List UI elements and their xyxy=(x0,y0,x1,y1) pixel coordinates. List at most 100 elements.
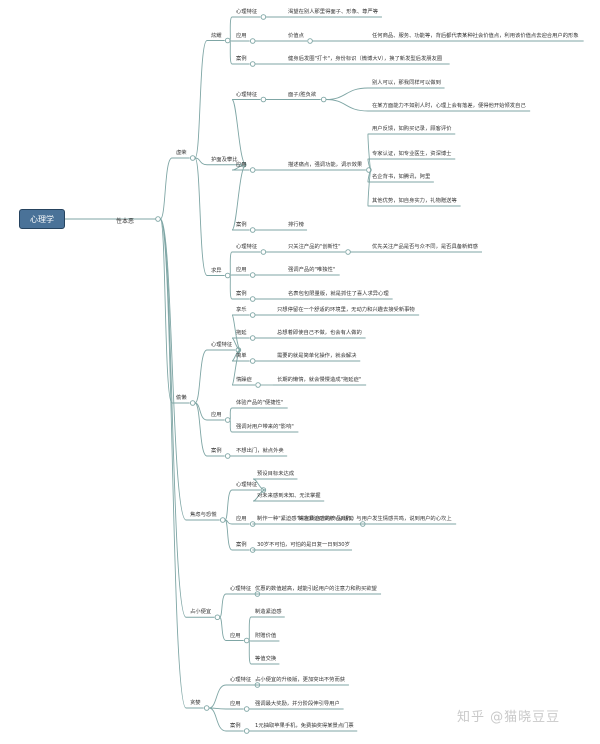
collapse-toggle xyxy=(224,37,231,44)
level5-node[interactable]: 优先关注产品是否与众不同，是否具备新鲜感 xyxy=(372,244,478,250)
level3-node[interactable]: 30岁不可怕，可怕的是日复一日到30岁 xyxy=(257,542,350,548)
level2-node[interactable]: 心理特征 xyxy=(230,677,252,683)
level5-node[interactable]: 任何商品、服务、功能等，背后都代表某种社会价值点，利用该价值点去迎合用户的形象 xyxy=(372,33,579,39)
level5-node[interactable]: 别人可以，那我同样可以做到 xyxy=(372,80,441,86)
level2-node[interactable]: 案例 xyxy=(211,448,222,454)
collapse-toggle xyxy=(214,614,221,621)
level3-node[interactable]: 占小便宜的升级版，更加突出不劳而获 xyxy=(255,677,346,683)
level2-node[interactable]: 心理特征 xyxy=(211,342,233,348)
connector xyxy=(229,16,233,41)
level3-node[interactable]: 简单 xyxy=(236,353,247,359)
level4-node[interactable]: 价值点 xyxy=(288,33,304,39)
collapse-toggle xyxy=(249,358,256,364)
level3-node[interactable]: 案例 xyxy=(236,291,247,297)
level2-node[interactable]: 求异 xyxy=(211,267,222,274)
collapse-toggle xyxy=(255,382,261,388)
level5-node[interactable]: 在某方面能力不如别人时，心理上会有落差，便得他开始倾发自己 xyxy=(372,103,526,109)
branch-node[interactable]: 焦虑与恐慌 xyxy=(190,512,217,518)
level5-node[interactable]: 名企背书，如腾讯，阿里 xyxy=(372,174,431,180)
level3-node[interactable]: 预设目标未达成 xyxy=(257,471,295,477)
level2-node[interactable]: 炫耀 xyxy=(211,32,222,39)
level4-node[interactable]: 需要的就是简单化操作，就会解决 xyxy=(277,353,357,359)
collapse-toggle xyxy=(203,705,210,711)
connector xyxy=(231,314,242,351)
level3-node[interactable]: 体验产品的"便捷性" xyxy=(236,400,284,406)
level3-node[interactable]: 心理特征 xyxy=(236,9,258,15)
level4-node[interactable]: 渴望在别人那里得面子、形象、尊严等 xyxy=(288,9,379,15)
branch-node[interactable]: 虚荣 xyxy=(176,150,187,156)
level2-node[interactable]: 应用 xyxy=(211,412,222,418)
collapse-toggle xyxy=(189,400,196,406)
level2-node[interactable]: 心理特征 xyxy=(230,586,252,592)
level4-node[interactable]: 名表包包限量版，就是抓住了喜人求异心理 xyxy=(288,291,389,297)
level3-node[interactable]: 优惠的数值越高，越能引起用户的注意力和购买欲望 xyxy=(255,586,377,592)
level4-node[interactable]: 面子/胜负欲 xyxy=(288,91,317,98)
level3-node[interactable]: 等值交换 xyxy=(255,656,277,662)
level5-node[interactable]: 其他优势，如自身实力，礼物赠送等 xyxy=(372,198,457,204)
connector xyxy=(194,157,208,166)
root-node[interactable]: 心理学 xyxy=(19,209,65,229)
connector xyxy=(248,616,252,641)
level3-node[interactable]: 应用 xyxy=(236,267,247,273)
connector xyxy=(159,218,187,521)
level4-node[interactable]: 总想着即使自己不做，也会有人做的 xyxy=(277,330,362,336)
level2-node[interactable]: 应用 xyxy=(236,516,247,522)
level3-node[interactable]: 附赠价值 xyxy=(255,633,277,639)
connector xyxy=(231,99,247,166)
level3-node[interactable]: 对未来感到未知、无法掌握 xyxy=(257,493,321,499)
level2-node[interactable]: 护面及攀比 xyxy=(211,156,238,163)
collapse-toggle xyxy=(249,272,256,278)
level3-node[interactable]: 心理特征 xyxy=(236,91,258,98)
connector xyxy=(231,164,247,231)
level4-node[interactable]: 健身后发圈"打卡"，身份标识（微博大V），换了新发型后发朋友圈 xyxy=(288,56,443,62)
collapse-toggle xyxy=(249,296,256,302)
level3-node[interactable]: 享乐 xyxy=(236,307,247,313)
level3-node[interactable]: 案例 xyxy=(236,222,247,228)
level2-node[interactable]: 案例 xyxy=(230,723,241,729)
connector xyxy=(208,707,227,732)
level4-node[interactable]: 只关注产品的"创新性" xyxy=(288,244,341,250)
topic-node[interactable]: 性本恶 xyxy=(116,218,135,225)
level3-node[interactable]: 拖延 xyxy=(236,330,247,336)
level4-node[interactable]: 描述痛点，强调功能，调示效果 xyxy=(288,162,363,168)
level4-node[interactable]: 强调产品的"唯独性" xyxy=(288,267,336,273)
level3-node[interactable]: 强调对用户带来的"影响" xyxy=(236,424,294,430)
level2-node[interactable]: 案例 xyxy=(236,542,247,548)
collapse-toggle xyxy=(249,61,256,67)
level5-node[interactable]: 用户反馈，如购买记录，顾客评价 xyxy=(372,126,452,132)
level3-node[interactable]: 应用 xyxy=(236,33,247,39)
level3-node[interactable]: 不想出门，就点外卖 xyxy=(236,448,284,454)
connector xyxy=(194,349,208,404)
level2-node[interactable]: 应用 xyxy=(230,701,241,707)
collapse-toggle xyxy=(345,249,351,255)
connector xyxy=(229,40,233,65)
level4-node[interactable]: 排行榜 xyxy=(288,222,304,228)
level3-node[interactable]: 应用 xyxy=(236,162,247,168)
level5-node[interactable]: 专家认证，如专业医生，资深博士 xyxy=(372,151,452,157)
level3-node[interactable]: 案例 xyxy=(236,56,247,62)
level4-node[interactable]: 制造紧迫感的核心目的：与用户发生情感共鸣，说到用户的心坎上 xyxy=(298,516,452,522)
level2-node[interactable]: 心理特征 xyxy=(236,482,258,488)
branch-node[interactable]: 占小便宜 xyxy=(190,609,212,616)
level3-node[interactable]: 强调最大奖励，并分阶段伸引导用户 xyxy=(255,701,340,707)
level4-node[interactable]: 只想停留在一个舒适的环境里，无动力和兴趣去接受新事物 xyxy=(277,307,415,313)
level3-node[interactable]: 1元抽取苹果手机，免费抽奖得某景点门票 xyxy=(255,723,354,729)
level4-node[interactable]: 长期的懒惰，就会慢慢造成"拖延症" xyxy=(277,377,362,383)
connector xyxy=(229,407,233,421)
collapse-toggle xyxy=(249,227,256,233)
level3-node[interactable]: 惰躁症 xyxy=(236,377,252,383)
connector xyxy=(219,593,227,618)
collapse-toggle xyxy=(224,417,231,423)
branch-node[interactable]: 偷懒 xyxy=(176,395,187,401)
collapse-toggle xyxy=(260,96,267,103)
level3-node[interactable]: 制作一种"紧迫感"来宣传自己的产品/活动 xyxy=(257,516,354,522)
connector-lines xyxy=(65,14,584,734)
level3-node[interactable]: 制造紧迫感 xyxy=(255,609,282,615)
collapse-toggle xyxy=(260,14,267,20)
branch-node[interactable]: 贪婪 xyxy=(190,700,201,706)
level2-node[interactable]: 应用 xyxy=(230,632,241,639)
collapse-toggle xyxy=(249,38,256,44)
level3-node[interactable]: 心理特征 xyxy=(236,244,258,250)
collapse-toggle xyxy=(219,517,226,523)
